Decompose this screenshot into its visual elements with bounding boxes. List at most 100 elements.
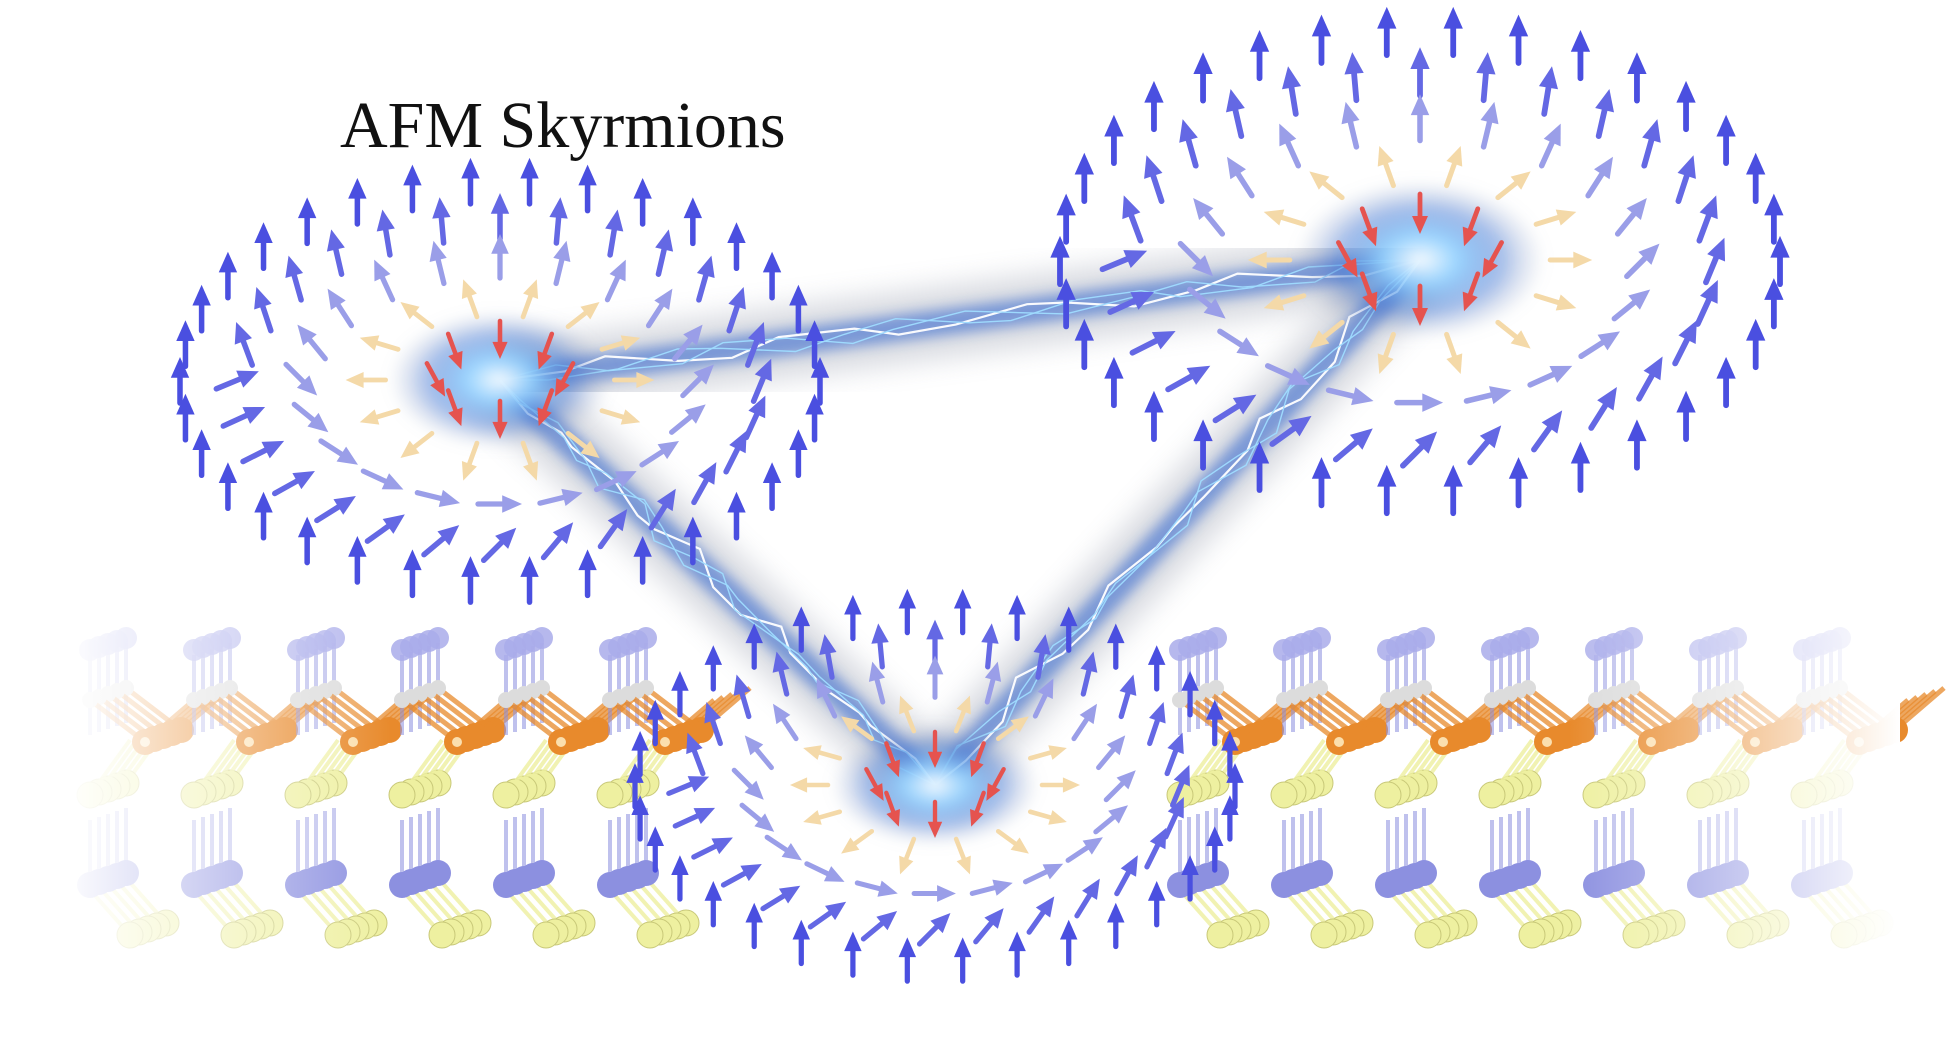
spin-arrow [1627,52,1647,104]
spin-arrow [565,301,600,330]
spin-arrow [403,164,422,214]
spin-arrow [720,863,762,888]
spin-arrow [899,695,917,734]
spin-arrow [803,809,843,825]
spin-arrow [803,745,843,761]
spin-arrow [1107,902,1125,950]
spin-arrow [1059,606,1078,653]
spin-arrow [1508,457,1529,509]
spin-arrow [1614,198,1647,237]
spin-arrow [1147,645,1166,692]
spin-arrow [1249,29,1270,82]
spin-arrow [1746,318,1766,371]
spin-arrow [475,495,522,513]
spin-arrow [565,430,600,459]
spin-arrow [271,471,315,497]
spin-arrow [461,157,480,207]
spin-arrow [807,901,847,930]
spin-arrow [192,429,211,479]
spin-arrow [655,229,674,277]
spin-arrow [760,885,801,912]
spin-arrow [240,440,285,465]
spin-arrow [1444,146,1463,189]
spin-arrow [1533,209,1577,227]
spin-arrow [291,401,329,433]
spin-arrow [283,361,318,396]
spin-arrow [297,324,328,362]
spin-arrow [1641,119,1661,169]
spin-arrow [254,491,273,541]
spin-arrow [1570,441,1591,493]
spin-arrow [297,516,317,566]
spin-arrow [176,320,195,370]
skyrmion-left [170,157,830,605]
spin-arrow [1676,390,1696,442]
spin-arrow [986,766,1006,801]
spin-arrow [1193,198,1226,237]
spin-arrow [1412,283,1428,326]
spin-arrow [1279,123,1302,169]
spin-arrow [1263,209,1307,227]
spin-arrow [696,255,715,303]
spin-arrow [666,776,710,796]
spin-arrow [726,287,746,334]
spin-arrow [1281,66,1302,117]
spin-arrow [911,885,956,902]
core-glow [830,723,1040,847]
spin-arrow [1039,777,1080,793]
spin-arrow [359,408,401,425]
lightning-strand [934,259,1421,786]
spin-arrow [1377,146,1396,189]
spin-arrow [898,937,917,984]
lightning-strand [499,258,1421,382]
spin-arrow [1309,319,1345,349]
spin-arrow [727,222,746,272]
lightning-strand [500,259,1421,381]
spin-arrow [1269,415,1312,447]
spin-arrow [220,406,266,429]
spin-arrow [1144,80,1164,133]
spin-arrow [1225,88,1245,139]
spin-arrow [1585,156,1614,199]
spin-arrow [1467,425,1502,466]
spin-arrow [926,655,944,700]
spin-arrow [597,509,628,550]
spin-arrow [789,284,808,334]
spin-arrow [1056,193,1076,245]
spin-arrow [704,702,723,747]
spin-arrow [326,229,345,277]
spin-arrow [1059,919,1078,967]
spin-arrow [1177,240,1214,277]
spin-arrow [1027,745,1067,761]
spin-arrow [537,388,555,427]
spin-arrow [1129,330,1176,356]
spin-arrow [492,318,508,359]
spin-arrow [599,408,641,425]
spin-arrow [1359,206,1378,247]
spin-arrow [314,496,356,524]
spin-arrow [1187,286,1226,319]
spin-arrow [1032,678,1054,719]
spin-arrow [593,471,637,493]
spin-arrow [854,880,898,897]
spin-arrow [254,287,274,334]
spin-arrow [1672,320,1697,367]
spin-arrow [1122,195,1144,244]
spin-arrow [1179,119,1199,169]
spin-arrow [403,549,422,599]
spin-arrow [764,834,802,861]
spin-arrow [1764,193,1784,245]
spin-arrow [1263,293,1307,311]
spin-arrow [1444,331,1463,374]
spin-arrow [1022,863,1064,885]
spin-arrow [1627,419,1647,471]
spin-arrow [424,361,446,397]
spin-arrow [884,741,900,778]
spin-arrow [1624,243,1660,280]
spin-arrow [1206,826,1224,873]
spin-arrow [1746,152,1766,204]
spin-arrow [953,588,972,636]
spin-arrow [1325,387,1374,406]
spin-arrow [1377,464,1397,517]
spin-arrow [1170,764,1190,808]
